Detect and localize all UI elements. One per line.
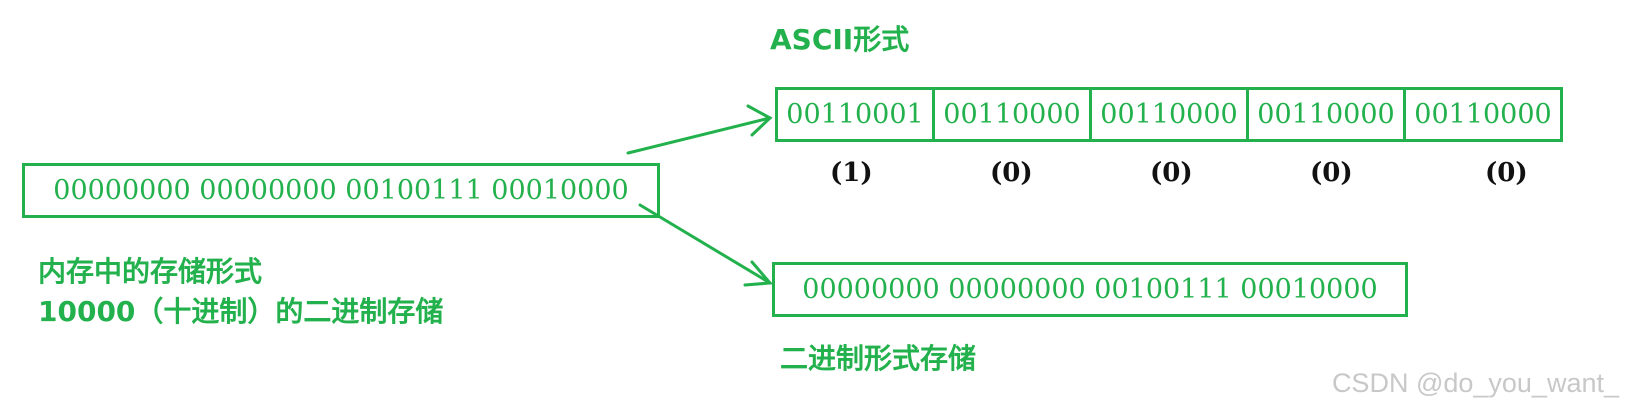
ascii-title: ASCII形式: [770, 23, 910, 56]
ascii-byte-2: 00110000: [935, 90, 1092, 139]
ascii-byte-1: 00110001: [778, 90, 935, 139]
csdn-watermark: CSDN @do_you_want_: [1331, 368, 1619, 398]
arrow-to-binary-line: [638, 203, 772, 285]
ascii-digit-1: (1): [830, 158, 873, 188]
binary-storage-box: 00000000 00000000 00100111 00010000: [772, 262, 1408, 317]
ascii-byte-5: 00110000: [1414, 99, 1552, 130]
ascii-digit-2: (0): [990, 158, 1033, 188]
ascii-bytes-row: 00110001 00110000 00110000 00110000 0011…: [775, 87, 1563, 142]
ascii-digit-5: (0): [1485, 158, 1528, 188]
arrow-to-ascii-head: [746, 104, 773, 137]
ascii-byte-3: 00110000: [1092, 90, 1249, 139]
memory-caption-line2: 10000（十进制）的二进制存储: [38, 295, 444, 328]
arrow-to-binary-head: [743, 260, 774, 287]
memory-caption-line1: 内存中的存储形式: [38, 255, 263, 288]
ascii-byte-4: 00110000: [1249, 90, 1406, 139]
ascii-digit-4: (0): [1310, 158, 1353, 188]
ascii-digit-3: (0): [1150, 158, 1193, 188]
binary-caption: 二进制形式存储: [780, 342, 977, 375]
arrow-to-ascii-line: [626, 116, 772, 155]
memory-binary-box: 00000000 00000000 00100111 00010000: [22, 163, 660, 218]
